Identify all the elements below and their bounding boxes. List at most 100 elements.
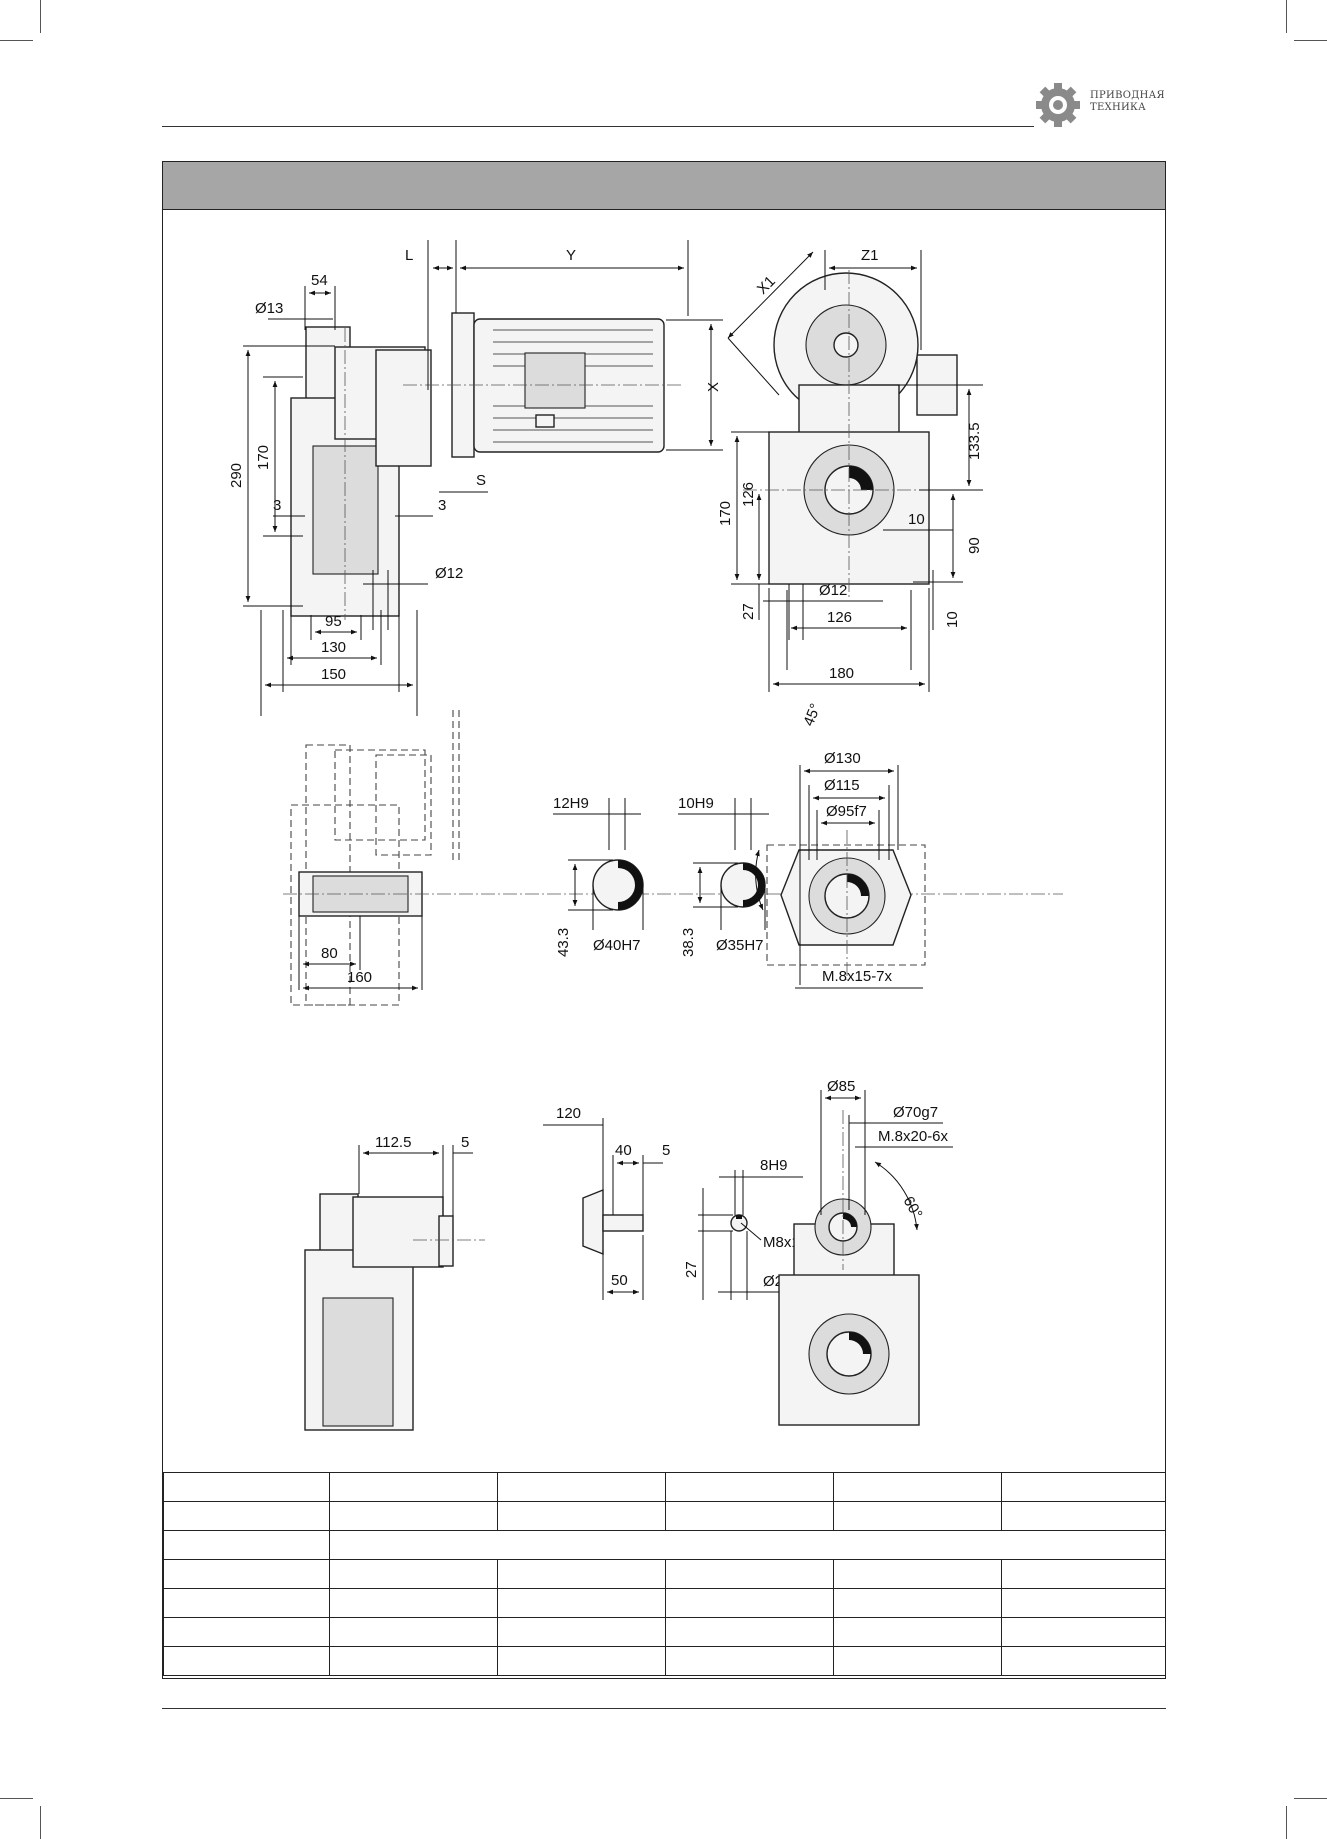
view-side-compact: 112.5 5 (304, 1134, 485, 1431)
logo (1036, 83, 1080, 127)
table-cell (329, 1588, 498, 1618)
table-cell (329, 1646, 498, 1676)
table-cell (497, 1646, 666, 1676)
dim-54: 54 (311, 272, 328, 289)
table-cell (1001, 1472, 1166, 1502)
table-cell (163, 1646, 330, 1676)
dim-dia12: Ø12 (435, 565, 463, 582)
dim-120: 120 (556, 1105, 581, 1122)
dim-40: 40 (615, 1142, 632, 1159)
view-flange-front: Ø130 Ø115 Ø95f7 45° M.8x15-7x (755, 701, 926, 989)
table-cell (833, 1559, 1002, 1589)
dim-160: 160 (347, 969, 372, 986)
table-cell (665, 1501, 834, 1531)
dim-126-front: 126 (740, 482, 757, 507)
table-cell (163, 1559, 330, 1589)
dim-150: 150 (321, 666, 346, 683)
table-cell (163, 1472, 330, 1502)
table-cell (833, 1472, 1002, 1502)
dim-3-left: 3 (273, 497, 281, 514)
drawing-sheet: L Y X 54 Ø13 290 170 3 3 S (162, 161, 1166, 1679)
table-cell (497, 1501, 666, 1531)
crop-mark (40, 0, 41, 33)
dim-dia13: Ø13 (255, 300, 283, 317)
dim-38-3: 38.3 (680, 928, 697, 957)
spec-table (163, 1472, 1166, 1676)
table-row (163, 1530, 1166, 1560)
table-cell (833, 1588, 1002, 1618)
table-cell (329, 1559, 498, 1589)
dim-X: X (705, 382, 722, 392)
table-row (163, 1472, 1166, 1502)
dim-dia130: Ø130 (824, 750, 861, 767)
dim-43-3: 43.3 (555, 928, 572, 957)
table-cell (1001, 1559, 1166, 1589)
dim-10-top: 10 (908, 511, 925, 528)
view-side-with-motor: L Y X 54 Ø13 290 170 3 3 S (228, 240, 723, 716)
dim-X1: X1 (754, 273, 779, 298)
crop-mark (1286, 1806, 1287, 1839)
table-cell (497, 1588, 666, 1618)
dim-dia115: Ø115 (824, 777, 860, 794)
logo-text: ПРИВОДНАЯ ТЕХНИКА (1090, 90, 1165, 114)
dim-126-bottom: 126 (827, 609, 852, 626)
view-bore-35: 10H9 38.3 Ø35H7 (678, 795, 769, 957)
dim-27: 27 (740, 603, 757, 620)
table-cell (329, 1530, 1166, 1560)
logo-line-2: ТЕХНИКА (1090, 102, 1146, 113)
dim-dia85: Ø85 (827, 1078, 855, 1095)
dim-10-bottom: 10 (944, 611, 961, 628)
header-rule (162, 126, 1034, 127)
table-cell (833, 1501, 1002, 1531)
footer-rule (162, 1708, 1166, 1709)
crop-mark (1294, 40, 1327, 41)
table-cell (665, 1588, 834, 1618)
table-cell (665, 1646, 834, 1676)
angle-60: 60° (900, 1194, 926, 1222)
dim-80: 80 (321, 945, 338, 962)
view-hollow-shaft-side: 80 160 (283, 710, 1063, 1006)
table-cell (665, 1617, 834, 1647)
table-cell (1001, 1588, 1166, 1618)
thread-M8x20: M.8x20-6x (878, 1128, 949, 1145)
dim-dia70g7: Ø70g7 (893, 1104, 938, 1121)
dim-27-shaft: 27 (683, 1261, 700, 1278)
thread-M8x15: M.8x15-7x (822, 968, 893, 985)
dim-130: 130 (321, 639, 346, 656)
table-cell (163, 1530, 330, 1560)
table-cell (1001, 1501, 1166, 1531)
table-cell (665, 1559, 834, 1589)
dim-112-5: 112.5 (375, 1134, 411, 1151)
dim-L: L (405, 247, 413, 264)
table-cell (497, 1472, 666, 1502)
table-cell (665, 1472, 834, 1502)
bore-35H7: Ø35H7 (716, 937, 764, 954)
dim-5-side: 5 (461, 1134, 469, 1151)
table-row (163, 1559, 1166, 1589)
table-row (163, 1646, 1166, 1676)
table-cell (833, 1646, 1002, 1676)
view-bore-40: 12H9 43.3 Ø40H7 (553, 795, 644, 957)
table-cell (329, 1501, 498, 1531)
table-cell (329, 1617, 498, 1647)
dim-dia95f7: Ø95f7 (826, 803, 867, 820)
key-12H9: 12H9 (553, 795, 589, 812)
table-cell (497, 1559, 666, 1589)
logo-line-1: ПРИВОДНАЯ (1090, 90, 1165, 101)
dim-3-right: 3 (438, 497, 446, 514)
gear-icon (1036, 83, 1080, 127)
table-cell (163, 1588, 330, 1618)
crop-mark (1286, 0, 1287, 33)
key-8H9: 8H9 (760, 1157, 788, 1174)
dim-90: 90 (966, 537, 983, 554)
table-cell (1001, 1617, 1166, 1647)
bore-40H7: Ø40H7 (593, 937, 641, 954)
crop-mark (0, 40, 33, 41)
dim-133-5: 133.5 (966, 422, 983, 460)
dim-170-front: 170 (717, 501, 734, 526)
dim-Y: Y (566, 247, 576, 264)
table-cell (163, 1617, 330, 1647)
table-row (163, 1588, 1166, 1618)
view-input-shaft: 120 40 5 50 (543, 1105, 670, 1300)
table-row (163, 1501, 1166, 1531)
